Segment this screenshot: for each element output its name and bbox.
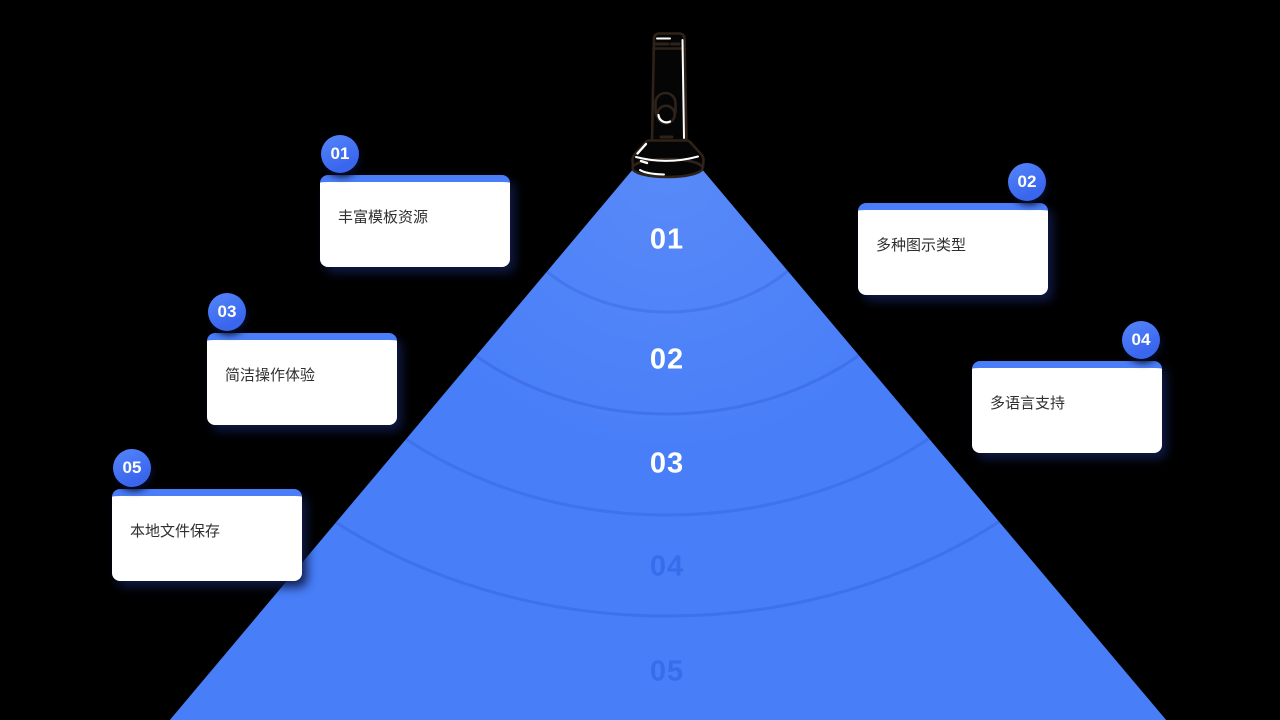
beam-step-number-05: 05 — [649, 655, 685, 688]
feature-card-01: 丰富模板资源 01 — [320, 135, 510, 267]
beam-arc-divider — [169, 168, 1167, 618]
feature-card-label: 多种图示类型 — [876, 237, 967, 254]
feature-number-badge: 04 — [1122, 321, 1160, 359]
feature-card-label: 多语言支持 — [990, 395, 1066, 412]
feature-card-02: 多种图示类型 02 — [858, 163, 1048, 295]
feature-card-04: 多语言支持 04 — [972, 321, 1162, 453]
feature-number-badge: 01 — [321, 135, 359, 173]
beam-step-number-03: 03 — [649, 447, 685, 480]
feature-card-label: 丰富模板资源 — [338, 209, 429, 226]
feature-card-label: 简洁操作体验 — [225, 367, 316, 384]
feature-card-body: 多种图示类型 — [858, 203, 1048, 295]
feature-card-05: 本地文件保存 05 — [112, 449, 302, 581]
feature-card-body: 多语言支持 — [972, 361, 1162, 453]
feature-card-body: 丰富模板资源 — [320, 175, 510, 267]
feature-card-body: 本地文件保存 — [112, 489, 302, 581]
beam-step-number-02: 02 — [649, 343, 685, 376]
beam-step-number-04: 04 — [649, 550, 685, 583]
feature-card-03: 简洁操作体验 03 — [207, 293, 397, 425]
feature-card-body: 简洁操作体验 — [207, 333, 397, 425]
beam-step-number-01: 01 — [649, 223, 685, 256]
feature-number-badge: 02 — [1008, 163, 1046, 201]
feature-card-label: 本地文件保存 — [130, 523, 221, 540]
feature-number-badge: 03 — [208, 293, 246, 331]
flashlight-icon — [631, 32, 705, 179]
feature-number-badge: 05 — [113, 449, 151, 487]
